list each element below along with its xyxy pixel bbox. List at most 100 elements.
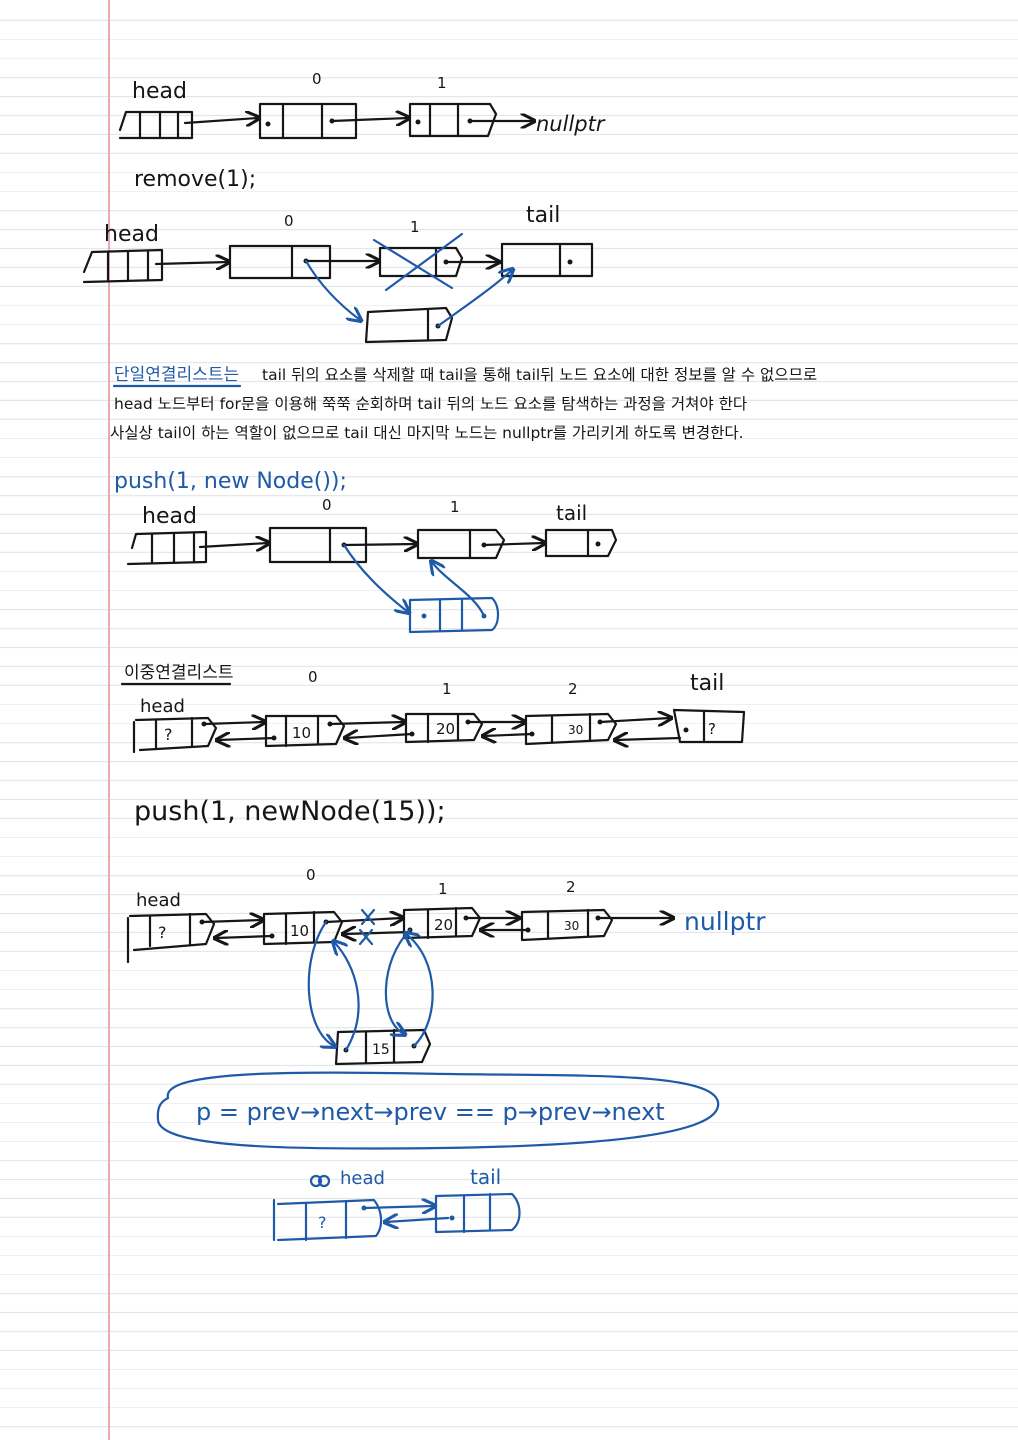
note-line: tail 뒤의 요소를 삭제할 때 tail을 통해 tail뒤 노드 요소에 …	[262, 366, 817, 384]
push-call: push(1, newNode(15));	[134, 796, 446, 827]
tail-node	[544, 528, 618, 558]
section-5-doubly-insert: 0 1 2 head ? 10 20	[126, 866, 766, 1150]
node-value: ?	[318, 1213, 327, 1232]
arrow	[218, 738, 276, 740]
arrow	[384, 928, 412, 1034]
arrow	[183, 118, 258, 123]
arrow	[154, 262, 228, 264]
formula: p = prev→next→prev == p→prev→next	[196, 1098, 665, 1126]
index-label: 1	[437, 74, 447, 92]
index-label: 2	[566, 878, 576, 896]
node-value: ?	[708, 720, 716, 738]
arrow	[436, 270, 512, 328]
tail-label: tail	[526, 203, 560, 228]
index-label: 1	[442, 680, 452, 698]
arrow	[328, 722, 404, 724]
note-keyword: 단일연결리스트는	[114, 365, 239, 385]
arrow	[598, 718, 670, 722]
dnode: 20	[402, 906, 482, 940]
arrow	[484, 734, 534, 736]
head-label: head	[142, 504, 197, 529]
tail-node	[500, 242, 594, 278]
index-label: 0	[306, 866, 316, 884]
head-node	[126, 530, 208, 566]
formula-bubble: p = prev→next→prev == p→prev→next	[156, 1071, 720, 1150]
arrow	[307, 920, 334, 1046]
arrow	[346, 734, 414, 738]
node-value: 10	[290, 922, 309, 940]
index-label: 1	[410, 218, 420, 236]
head-label: head	[136, 890, 181, 911]
nullptr-label: nullptr	[684, 907, 766, 936]
arrow	[344, 932, 412, 934]
arrow	[362, 1206, 434, 1208]
head-label: head	[104, 222, 159, 247]
arrow	[406, 934, 434, 1048]
arrow	[304, 259, 360, 320]
section-1-singly-list: head 0 1 nullptr remove(1);	[118, 70, 606, 192]
cross-mark	[358, 908, 376, 946]
new-node: 15	[334, 1028, 432, 1066]
index-label: 2	[568, 680, 578, 698]
dnode-head: ?	[272, 1198, 383, 1242]
tail-label: tail	[556, 501, 587, 525]
new-node	[408, 596, 500, 634]
index-label: 1	[450, 498, 460, 516]
list-node	[416, 528, 506, 560]
deleted-node	[372, 232, 464, 292]
node-value: 30	[568, 723, 583, 737]
arrow	[202, 722, 264, 724]
tail-label: tail	[470, 1165, 501, 1189]
arrow	[432, 562, 486, 618]
dnode: 30	[524, 712, 618, 746]
arrow	[198, 543, 268, 547]
section-6-empty-list: head tail ?	[272, 1165, 521, 1242]
head-label: head	[140, 696, 185, 717]
dnode-head: ?	[132, 716, 218, 754]
list-node	[408, 102, 498, 138]
note-line: head 노드부터 for문을 이용해 쭉쭉 순회하며 tail 뒤의 노드 요…	[114, 395, 747, 413]
scribble-mark	[309, 1174, 331, 1188]
arrow	[386, 1218, 450, 1222]
node-value: 20	[434, 916, 453, 934]
arrow	[216, 936, 274, 938]
push-call: push(1, new Node());	[114, 469, 347, 494]
node-value: 15	[372, 1042, 390, 1058]
arrow	[616, 738, 682, 740]
index-label: 1	[438, 880, 448, 898]
dnode-head: ?	[126, 912, 216, 964]
node-value: ?	[164, 725, 173, 744]
tail-label: tail	[690, 671, 724, 696]
head-label: head	[340, 1168, 385, 1189]
node-value: 30	[564, 919, 579, 933]
dnode: 20	[404, 712, 484, 744]
arrow	[342, 544, 416, 545]
dnode-tail	[434, 1192, 521, 1234]
dnode: 10	[262, 910, 344, 946]
index-label: 0	[284, 212, 294, 230]
node-value: ?	[158, 923, 167, 942]
head-label: head	[132, 79, 187, 104]
note-line: 사실상 tail이 하는 역할이 없으므로 tail 대신 마지막 노드는 nu…	[110, 424, 744, 442]
section-3-push: push(1, new Node()); head 0 1 tail	[114, 469, 618, 634]
section-2-remove: head 0 1 tail	[82, 203, 817, 442]
arrow	[482, 543, 544, 545]
dnode: 10	[264, 714, 346, 748]
nullptr-label: nullptr	[536, 112, 606, 136]
section-title: 이중연결리스트	[124, 663, 233, 683]
arrow	[342, 543, 408, 612]
index-label: 0	[322, 496, 332, 514]
node-value: 20	[436, 720, 455, 738]
section-4-doubly-list: 이중연결리스트 head 0 1 2 tail ? 10 20	[120, 663, 746, 827]
dnode: 30	[520, 908, 614, 942]
index-label: 0	[308, 668, 318, 686]
index-label: 0	[312, 70, 322, 88]
arrow	[330, 118, 408, 121]
head-node	[82, 248, 164, 284]
node-value: 10	[292, 724, 311, 742]
head-node	[118, 110, 194, 140]
arrow	[200, 920, 262, 922]
arrow	[334, 942, 360, 1052]
